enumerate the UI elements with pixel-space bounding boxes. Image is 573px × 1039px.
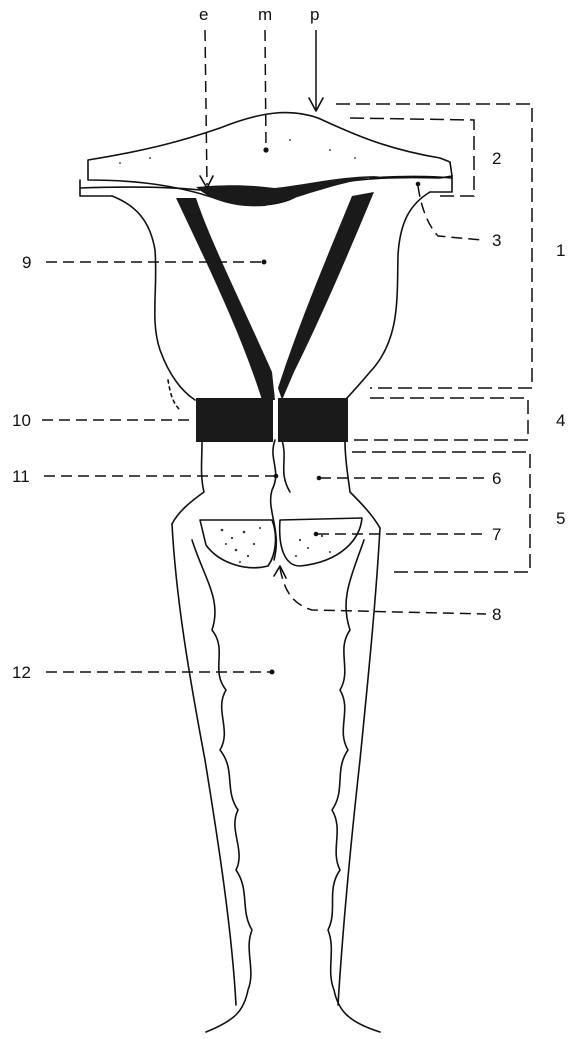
label-p: p xyxy=(310,5,319,24)
left-wall xyxy=(176,198,275,400)
lips xyxy=(200,518,362,568)
label-3: 3 xyxy=(492,231,501,250)
label-4: 4 xyxy=(556,411,565,430)
top-lens xyxy=(80,113,452,207)
right-wall xyxy=(278,192,374,400)
label-6: 6 xyxy=(492,469,501,488)
cavity-body xyxy=(112,192,430,410)
label-11: 11 xyxy=(12,467,30,486)
label-m: m xyxy=(258,5,272,24)
leaders xyxy=(42,30,486,675)
label-e: e xyxy=(199,5,208,24)
lower-tube xyxy=(172,524,380,1032)
labels: e m p 9 10 11 12 2 3 6 7 8 1 4 5 xyxy=(12,5,565,682)
brackets xyxy=(336,104,532,572)
label-2: 2 xyxy=(492,149,501,168)
isthmus-band xyxy=(196,398,348,442)
label-7: 7 xyxy=(492,525,501,544)
label-1: 1 xyxy=(556,241,565,260)
label-10: 10 xyxy=(12,411,31,430)
label-5: 5 xyxy=(556,509,565,528)
label-9: 9 xyxy=(22,253,31,272)
label-8: 8 xyxy=(492,605,501,624)
label-12: 12 xyxy=(12,663,31,682)
